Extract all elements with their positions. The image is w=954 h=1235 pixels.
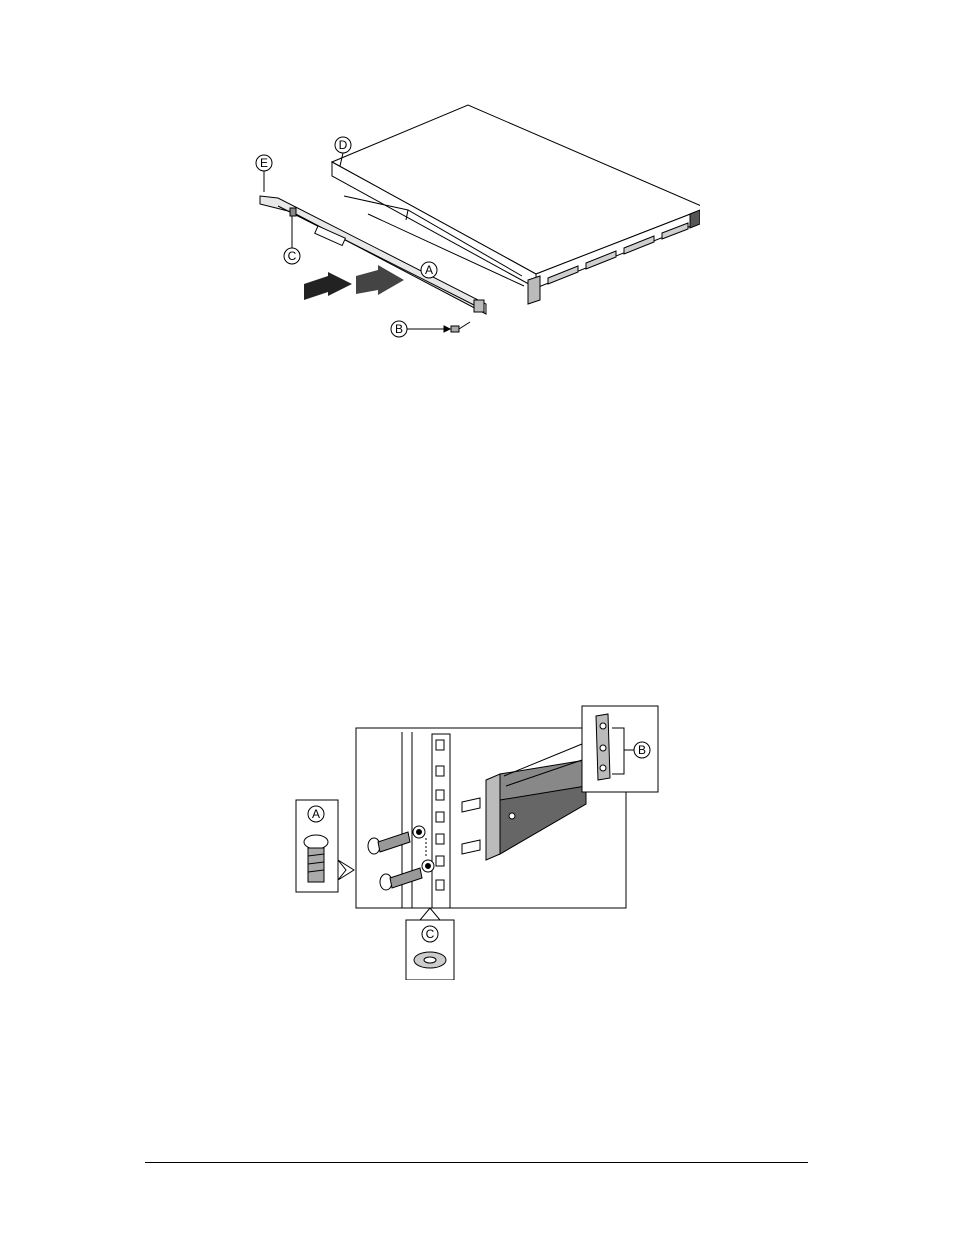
figure-server-rail-install: E D C A B <box>248 100 700 348</box>
chassis-top <box>332 105 700 274</box>
callout-c: C <box>422 926 438 942</box>
arrow-push-icon <box>304 272 352 300</box>
figure-rack-bracket-mount: A B C <box>294 704 660 980</box>
svg-text:A: A <box>425 263 433 277</box>
svg-text:C: C <box>288 249 297 263</box>
svg-text:A: A <box>312 807 320 821</box>
callout-b: B <box>391 321 428 337</box>
footer-rule <box>145 1162 808 1163</box>
svg-text:B: B <box>395 322 403 336</box>
callout-c: C <box>284 216 300 264</box>
callout-a: A <box>421 262 437 278</box>
arrow-slide-icon <box>356 265 404 295</box>
callout-e: E <box>256 155 272 192</box>
arrow-a-icon <box>338 860 354 880</box>
arrow-c-icon <box>420 908 440 920</box>
svg-text:D: D <box>339 138 348 152</box>
rail-bracket <box>486 774 500 860</box>
svg-text:B: B <box>638 743 646 757</box>
svg-text:E: E <box>260 156 268 170</box>
svg-text:C: C <box>426 927 435 941</box>
callout-a: A <box>308 806 324 822</box>
